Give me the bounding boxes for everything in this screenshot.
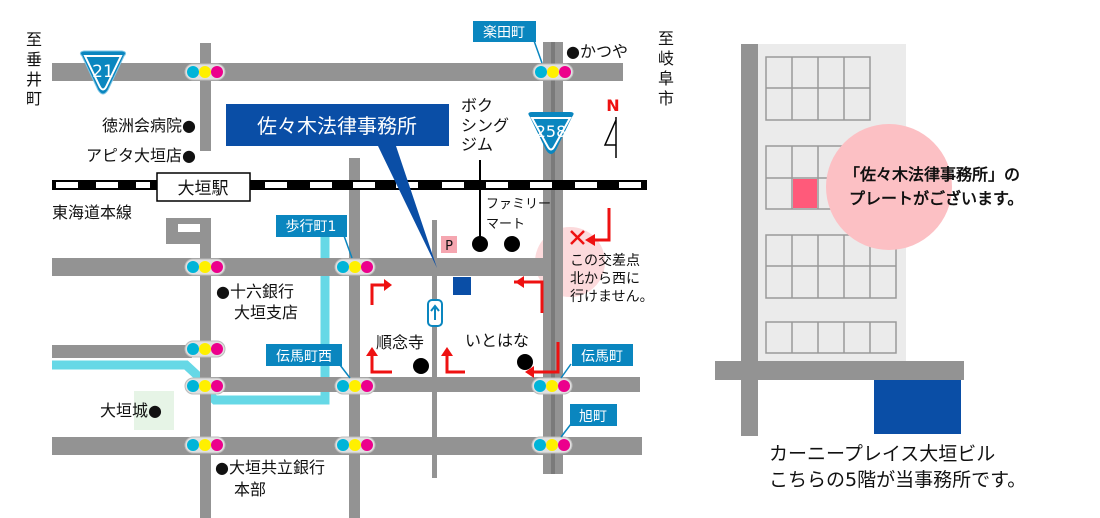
no-entry-x-icon [570, 230, 585, 245]
intersection-tag-asahimachi[interactable]: 旭町 [560, 404, 617, 438]
direction-west: 至 垂 井 町 [26, 30, 42, 108]
svg-text:至: 至 [658, 29, 674, 48]
svg-text:ファミリー: ファミリー [486, 197, 551, 212]
landmark-boxing-gym: ボク シング ジム [461, 96, 509, 252]
landmark-apita: アピタ大垣店● [86, 146, 196, 165]
landmark-kyoritsu-bank: ●大垣共立銀行 [215, 458, 325, 477]
svg-text:歩行町1: 歩行町1 [286, 219, 337, 235]
building-caption-line2: こちらの5階が当事務所です。 [769, 469, 1026, 491]
svg-text:楽田町: 楽田町 [483, 25, 525, 41]
svg-text:北から西に: 北から西に [570, 271, 640, 287]
landmark-juroku-bank: ●十六銀行 [216, 282, 294, 301]
one-way-sign-icon [427, 299, 443, 327]
no-turn-notice: この交差点 北から西に 行けません。 [570, 208, 654, 305]
svg-text:伝馬町: 伝馬町 [581, 349, 623, 365]
station-label: 大垣駅 [178, 179, 229, 199]
landmark-kyoritsu-bank-hq: 本部 [234, 480, 266, 499]
route-258-shield: 258 [528, 112, 574, 154]
parking-icon: P [441, 236, 457, 254]
route-21-shield: 21 [79, 50, 127, 95]
svg-text:旭町: 旭町 [579, 409, 607, 425]
route-arrowheads [366, 276, 534, 378]
landmark-itohana: いとはな [465, 331, 533, 370]
svg-text:258: 258 [536, 122, 567, 141]
intersection-tag-rakudenmachi[interactable]: 楽田町 [473, 21, 543, 64]
traffic-signals [184, 63, 574, 454]
landmark-tokushukai: 徳洲会病院● [102, 116, 196, 135]
landmark-junnenji: 順念寺 [376, 333, 429, 374]
svg-text:ボク: ボク [461, 96, 493, 115]
railway-line [52, 180, 647, 190]
intersection-tag-tenmachonishi[interactable]: 伝馬町西 [266, 344, 351, 379]
building-caption-line1: カーニープレイス大垣ビル [769, 443, 995, 465]
svg-text:順念寺: 順念寺 [376, 333, 424, 352]
landmark-katsuya: ●かつや [566, 42, 628, 61]
landmark-ogaki-castle: 大垣城● [100, 401, 162, 420]
intersection-tag-tenmacho[interactable]: 伝馬町 [560, 344, 633, 379]
landmark-juroku-bank-branch: 大垣支店 [234, 303, 298, 322]
svg-text:井: 井 [26, 70, 42, 89]
building-front-road [715, 361, 964, 380]
svg-text:町: 町 [26, 89, 42, 108]
svg-text:岐: 岐 [658, 49, 674, 68]
plate-info-line1: 「佐々木法律事務所」の [844, 165, 1020, 184]
north-arrow-icon: N [603, 96, 620, 158]
building-entrance [874, 380, 961, 434]
svg-text:P: P [445, 239, 453, 254]
plate-info-bubble [826, 124, 952, 250]
svg-text:至: 至 [26, 30, 42, 49]
name-plate-marker [793, 179, 817, 208]
landmark-familymart: ファミリー マート [486, 197, 551, 252]
building-side-road [741, 44, 758, 436]
svg-text:21: 21 [92, 62, 114, 82]
svg-text:この交差点: この交差点 [570, 252, 640, 269]
svg-text:シング: シング [461, 116, 509, 135]
svg-text:垂: 垂 [26, 50, 42, 69]
castle-grounds [134, 391, 174, 430]
svg-text:市: 市 [658, 89, 674, 108]
plate-info-line2: プレートがございます。 [849, 189, 1023, 208]
direction-east: 至 岐 阜 市 [658, 29, 674, 108]
office-callout-label: 佐々木法律事務所 [257, 114, 417, 138]
svg-text:いとはな: いとはな [465, 331, 529, 350]
svg-text:ジム: ジム [461, 135, 493, 154]
office-location-marker[interactable] [453, 277, 471, 295]
svg-text:阜: 阜 [658, 69, 674, 88]
building-diagram [715, 44, 964, 436]
svg-text:マート: マート [486, 217, 525, 232]
svg-text:伝馬町西: 伝馬町西 [276, 349, 332, 365]
intersection-tag-kachimachi[interactable]: 歩行町1 [276, 215, 353, 259]
railway-line-label: 東海道本線 [52, 203, 132, 222]
office-callout[interactable]: 佐々木法律事務所 [226, 104, 449, 268]
svg-text:行けません。: 行けません。 [570, 289, 654, 305]
station-box[interactable]: 大垣駅 [156, 172, 251, 202]
svg-text:N: N [606, 96, 619, 115]
